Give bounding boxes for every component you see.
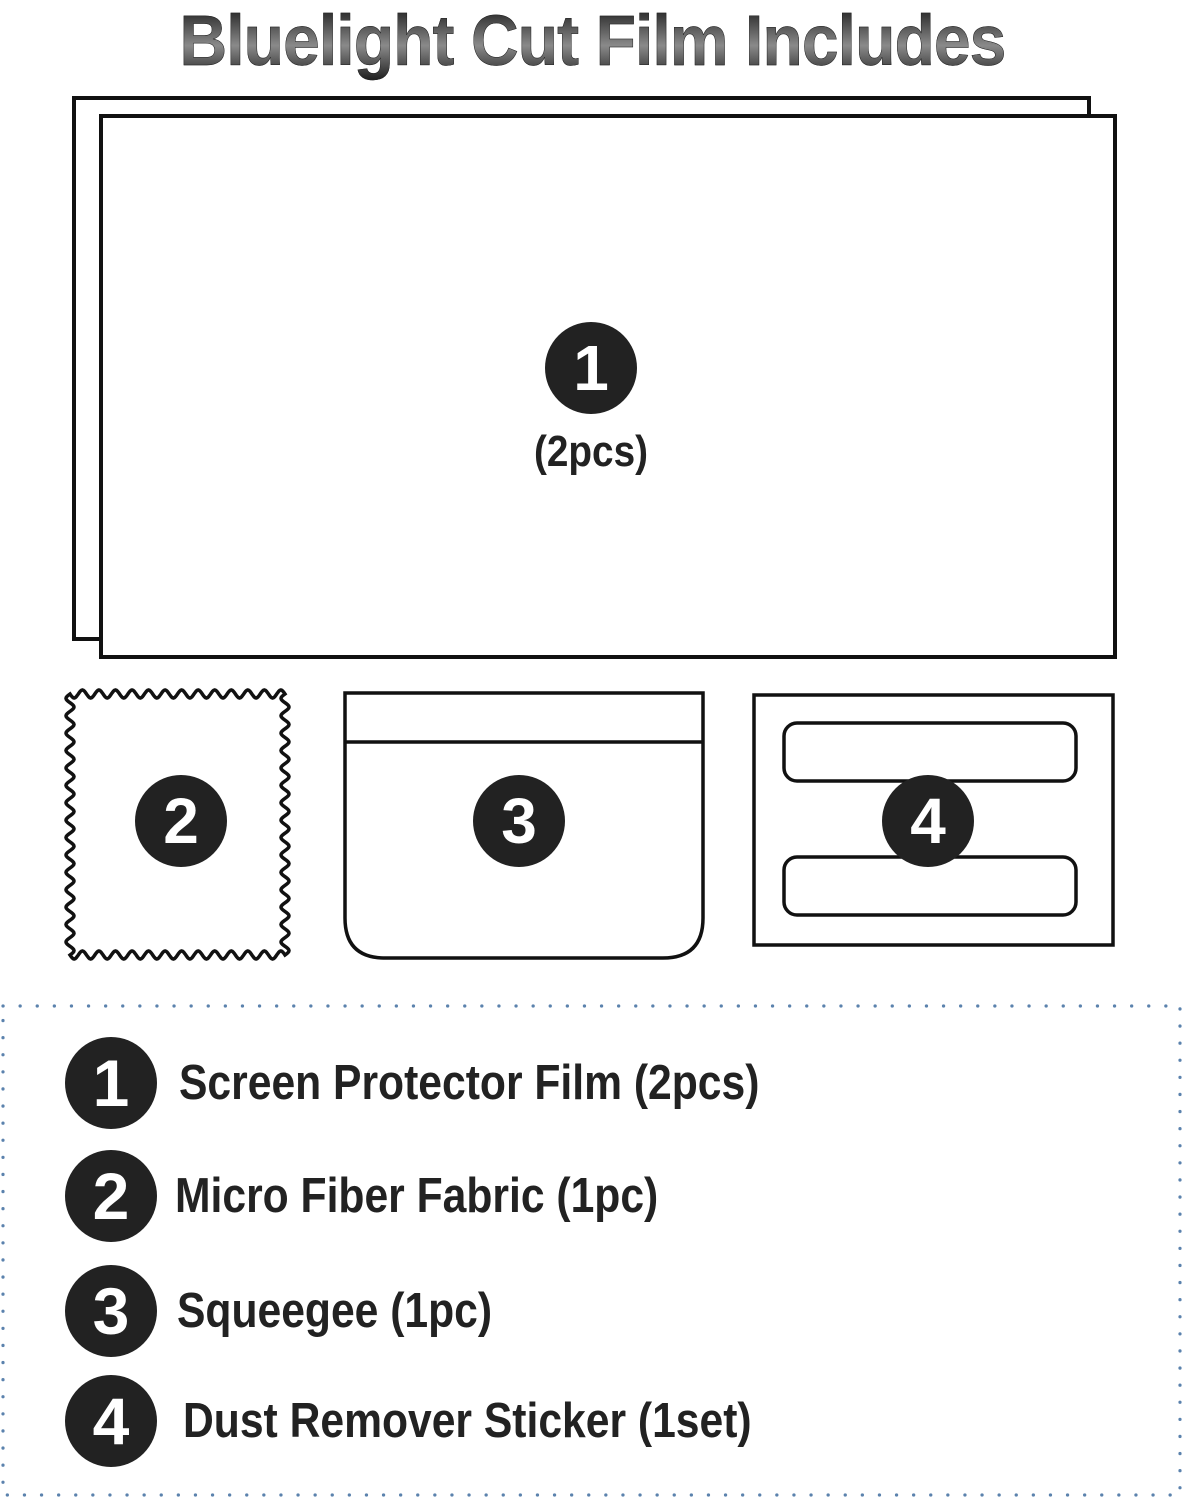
badge-3-icon: 3 <box>473 775 565 867</box>
badge-3-icon: 3 <box>65 1264 157 1357</box>
sticker-strip-top <box>782 721 1078 783</box>
badge-number: 1 <box>573 332 609 404</box>
legend-item-label: Dust Remover Sticker (1set) <box>183 1393 752 1448</box>
badge-1-icon: 1 <box>65 1036 157 1129</box>
badge-4-icon: 4 <box>65 1374 157 1467</box>
badge-4-icon: 4 <box>882 775 974 867</box>
legend-item: 3 Squeegee (1pc) <box>65 1263 539 1358</box>
badge-number: 4 <box>910 785 946 857</box>
badge-number: 2 <box>163 785 199 857</box>
badge-number: 2 <box>92 1158 130 1233</box>
legend-item-label: Micro Fiber Fabric (1pc) <box>175 1168 659 1223</box>
badge-2-icon: 2 <box>65 1149 157 1242</box>
page-title: Bluelight Cut Film Includes <box>41 2 1143 82</box>
legend-item-label: Squeegee (1pc) <box>177 1283 493 1338</box>
legend-item: 1 Screen Protector Film (2pcs) <box>65 1035 846 1130</box>
badge-number: 1 <box>92 1045 130 1120</box>
badge-1-icon: 1 <box>545 322 637 414</box>
legend-item: 2 Micro Fiber Fabric (1pc) <box>65 1148 730 1243</box>
legend-item: 4 Dust Remover Sticker (1set) <box>65 1373 837 1468</box>
badge-2-icon: 2 <box>135 775 227 867</box>
film-quantity-label: (2pcs) <box>533 427 649 476</box>
title-text: Bluelight Cut Film Includes <box>179 2 1006 82</box>
badge-number: 3 <box>92 1273 130 1348</box>
legend-item-label: Screen Protector Film (2pcs) <box>179 1055 760 1110</box>
badge-number: 3 <box>501 785 537 857</box>
badge-number: 4 <box>92 1383 130 1458</box>
